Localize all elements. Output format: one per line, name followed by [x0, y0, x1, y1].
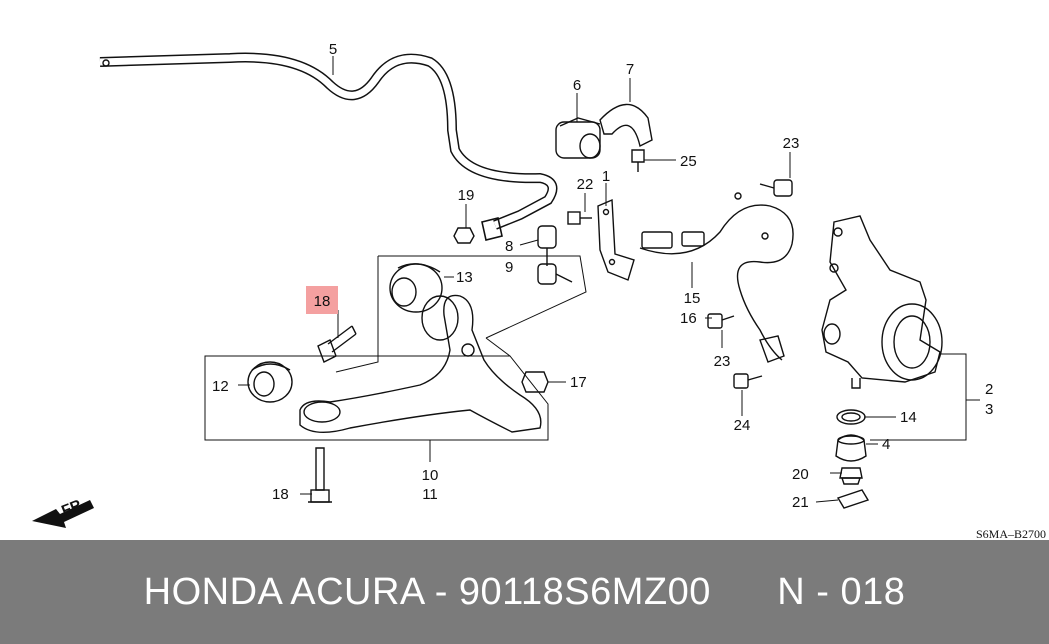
callout-12: 12	[212, 378, 229, 395]
nut-19	[453, 227, 475, 244]
nut-17	[521, 371, 549, 393]
bracket	[597, 198, 635, 281]
callout-20: 20	[792, 466, 809, 483]
callout-8: 8	[505, 238, 513, 255]
callout-7: 7	[626, 61, 634, 78]
castle-nut	[839, 467, 863, 485]
front-arrow-icon	[32, 500, 94, 528]
callout-16: 16	[680, 310, 697, 327]
snap-ring	[836, 409, 866, 425]
bolt-24	[733, 373, 763, 389]
callout-19: 19	[458, 187, 475, 204]
callout-25: 25	[680, 153, 697, 170]
callout-24: 24	[734, 417, 751, 434]
bolt-23-upper	[759, 179, 793, 197]
flange-bolt-25	[631, 149, 645, 172]
callout-13: 13	[456, 269, 473, 286]
callout-3: 3	[985, 401, 993, 418]
callout-4: 4	[882, 436, 890, 453]
bushing-holder	[599, 103, 653, 148]
callout-22: 22	[577, 176, 594, 193]
callout-1: 1	[602, 168, 610, 185]
callout-5: 5	[329, 41, 337, 58]
stabilizer-bar	[99, 52, 558, 241]
footer-bar: HONDA ACURA - 90118S6MZ00 N - 018	[0, 540, 1049, 644]
front-bushing	[247, 361, 293, 403]
boot	[835, 434, 867, 462]
callout-9: 9	[505, 259, 513, 276]
callout-14: 14	[900, 409, 917, 426]
bolt-18-lower	[308, 447, 332, 503]
compliance-bushing	[389, 263, 443, 313]
front-suspension-diagram: 5 6 7 25 1 22 19 8 9 13 18 12 17 10 11 1…	[32, 41, 1046, 540]
diagram-code: S6MA–B2700	[976, 527, 1046, 540]
callout-17: 17	[570, 374, 587, 391]
lower-arm	[299, 294, 542, 433]
stabilizer-link	[537, 225, 573, 285]
steering-knuckle	[821, 215, 943, 389]
lock-pin	[836, 489, 870, 509]
front-label: FR.	[59, 495, 88, 520]
callout-highlight-18: 18	[314, 293, 331, 310]
callout-6: 6	[573, 77, 581, 94]
assembly-brackets	[204, 255, 980, 462]
leader-lines	[238, 56, 896, 503]
callout-11: 11	[422, 486, 438, 503]
callout-18: 18	[272, 486, 289, 503]
abs-sensor	[639, 192, 794, 363]
stabilizer-bushing	[555, 117, 601, 159]
bolt-18-upper	[317, 325, 357, 363]
part-number-caption: HONDA ACURA - 90118S6MZ00 N - 018	[0, 540, 1049, 644]
nut-22	[567, 211, 592, 225]
callout-23-lower: 23	[714, 353, 731, 370]
callout-2: 2	[985, 381, 993, 398]
callout-15: 15	[684, 290, 701, 307]
callout-10: 10	[422, 467, 439, 484]
highlight-box	[306, 286, 338, 314]
diagram-ref: N - 018	[777, 571, 906, 613]
callout-21: 21	[792, 494, 809, 511]
bolt-16	[707, 313, 735, 329]
part-title: HONDA ACURA - 90118S6MZ00	[143, 571, 711, 613]
callout-23-upper: 23	[783, 135, 800, 152]
